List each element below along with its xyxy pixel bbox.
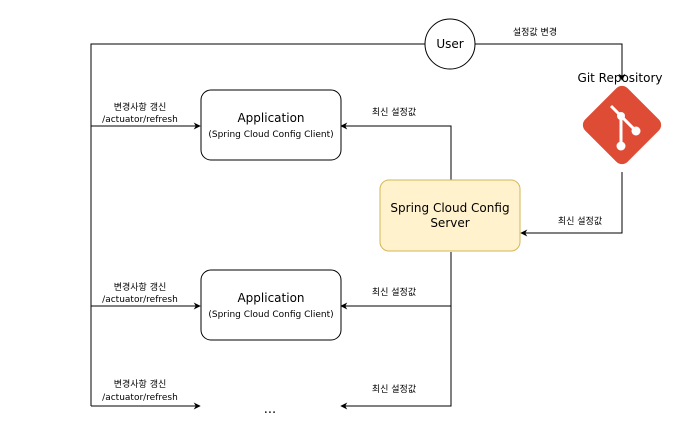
git-repository-node: Git Repository: [578, 71, 663, 165]
user-node: User: [424, 18, 476, 70]
application-node-1: Application (Spring Cloud Config Client): [200, 89, 342, 161]
application-node-2: Application (Spring Cloud Config Client): [200, 269, 342, 341]
more-applications-ellipsis: ...: [264, 402, 276, 417]
refresh-label-2-line2: /actuator/refresh: [102, 295, 178, 305]
edge-server-to-app2-3: [340, 252, 452, 410]
git-icon: [582, 85, 662, 165]
config-server-label-line1: Spring Cloud Config: [390, 201, 509, 215]
refresh-label-3-line1: 변경사항 갱신: [114, 378, 167, 390]
edge-label-server-to-app1: 최신 설정값: [372, 106, 416, 118]
application-1-subtitle: (Spring Cloud Config Client): [208, 130, 333, 140]
refresh-label-1-line2: /actuator/refresh: [102, 115, 178, 125]
refresh-label-3-line2: /actuator/refresh: [102, 393, 178, 403]
application-1-title: Application: [237, 111, 304, 125]
config-server-node: Spring Cloud Config Server: [379, 179, 521, 252]
edge-label-user-to-git: 설정값 변경: [513, 26, 557, 38]
application-2-title: Application: [237, 291, 304, 305]
edge-user-bus: [90, 43, 425, 406]
edge-user-to-git: [475, 43, 626, 81]
edge-label-git-to-server: 최신 설정값: [558, 215, 602, 227]
config-server-label-line2: Server: [430, 216, 469, 230]
application-2-subtitle: (Spring Cloud Config Client): [208, 310, 333, 320]
edge-git-to-server: [520, 172, 623, 237]
refresh-label-1-line1: 변경사항 갱신: [114, 101, 167, 113]
refresh-label-2-line1: 변경사항 갱신: [114, 281, 167, 293]
git-repository-label: Git Repository: [578, 71, 663, 85]
edge-label-server-to-app2: 최신 설정값: [372, 286, 416, 298]
edge-label-server-to-app3: 최신 설정값: [372, 383, 416, 395]
user-label: User: [436, 37, 463, 51]
edge-server-to-app1: [340, 122, 452, 180]
